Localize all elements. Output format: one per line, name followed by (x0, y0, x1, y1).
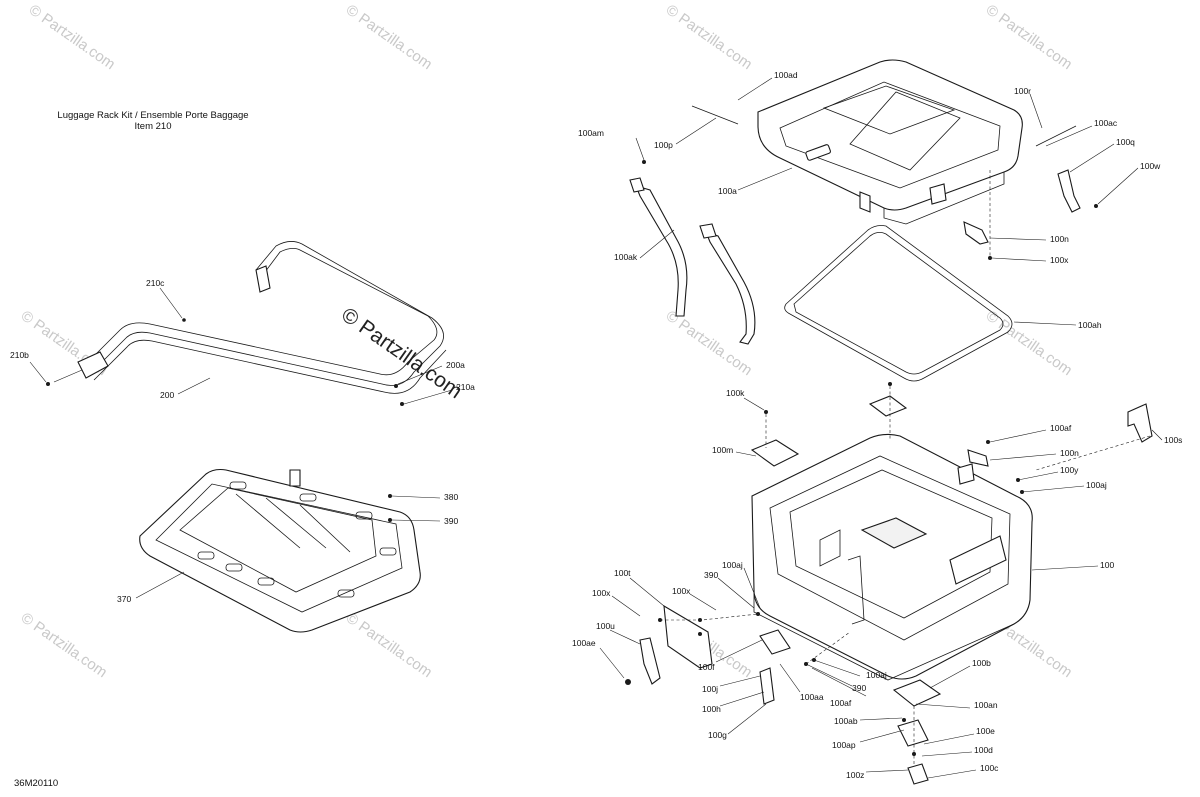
callout-100x-top: 100x (1050, 255, 1069, 265)
callout-100ae: 100ae (572, 638, 596, 648)
callout-100aj-left: 100aj (722, 560, 743, 570)
callout-100x-left: 100x (592, 588, 611, 598)
watermark-text: © Partzilla.com (663, 307, 756, 379)
latch-bracket (639, 604, 791, 705)
kit-title: Luggage Rack Kit / Ensemble Porte Baggag… (57, 110, 248, 121)
callout-210b: 210b (10, 350, 29, 360)
callout-100ab: 100ab (834, 716, 858, 726)
callout-100m: 100m (712, 445, 733, 455)
callout-100aa: 100aa (800, 692, 824, 702)
callout-100e: 100e (976, 726, 995, 736)
watermark-text: © Partzilla.com (343, 609, 436, 681)
callout-100ak: 100ak (614, 252, 638, 262)
callout-100d: 100d (974, 745, 993, 755)
callout-100b: 100b (972, 658, 991, 668)
leader-lines (29, 77, 1163, 779)
callout-210c: 210c (146, 278, 165, 288)
callout-100: 100 (1100, 560, 1114, 570)
callout-100k: 100k (726, 388, 745, 398)
diagram-code: 36M20110 (14, 778, 58, 789)
callout-390: 390 (444, 516, 458, 526)
lid-rods (691, 105, 1081, 467)
watermark-text: © Partzilla.com (983, 1, 1076, 73)
watermark-text: © Partzilla.com (18, 609, 111, 681)
callout-390-low: 390 (852, 683, 866, 693)
callout-100g: 100g (708, 730, 727, 740)
trunk-lid (757, 59, 1023, 225)
callout-100af-low: 100af (830, 698, 852, 708)
callout-100ah: 100ah (1078, 320, 1102, 330)
callout-labels: 210c 210b 200 200a 210a 380 390 370 100a… (10, 70, 1182, 780)
callout-200: 200 (160, 390, 174, 400)
watermark-center: © Partzilla.com (337, 303, 466, 403)
lid-straps (629, 177, 756, 345)
watermark-text: © Partzilla.com (26, 1, 119, 73)
callout-100aj-low: 100aj (866, 670, 887, 680)
callout-100af-mid: 100af (1050, 423, 1072, 433)
callout-200a: 200a (446, 360, 465, 370)
callout-100n-mid: 100n (1060, 448, 1079, 458)
luggage-rack-tube (77, 241, 447, 394)
callout-100aj-right: 100aj (1086, 480, 1107, 490)
callout-380: 380 (444, 492, 458, 502)
callout-100h: 100h (702, 704, 721, 714)
watermark-text: © Partzilla.com (343, 1, 436, 73)
callout-100j: 100j (702, 684, 718, 694)
hinge-plate (750, 395, 908, 467)
assembly-lines (660, 170, 1151, 766)
callout-210a: 210a (456, 382, 475, 392)
side-bracket (1127, 403, 1153, 443)
callout-100ac: 100ac (1094, 118, 1118, 128)
callout-100ad: 100ad (774, 70, 798, 80)
callout-100c: 100c (980, 763, 999, 773)
callout-100q: 100q (1116, 137, 1135, 147)
trunk-body (751, 433, 1033, 681)
callout-100an: 100an (974, 700, 998, 710)
callout-100ap: 100ap (832, 740, 856, 750)
callout-100f: 100f (698, 662, 715, 672)
callout-100t: 100t (614, 568, 631, 578)
callout-100p: 100p (654, 140, 673, 150)
kit-item: Item 210 (135, 121, 172, 132)
callout-100y: 100y (1060, 465, 1079, 475)
callout-390-left: 390 (704, 570, 718, 580)
watermark-text: © Partzilla.com (983, 307, 1076, 379)
callout-100a: 100a (718, 186, 737, 196)
callout-100z: 100z (846, 770, 864, 780)
callout-100s: 100s (1164, 435, 1182, 445)
callout-100x-center: 100x (672, 586, 691, 596)
callout-100w: 100w (1140, 161, 1161, 171)
callout-100am: 100am (578, 128, 604, 138)
lower-latch (892, 679, 942, 785)
callout-100r: 100r (1014, 86, 1031, 96)
callout-100n-top: 100n (1050, 234, 1069, 244)
rack-base-plate (139, 468, 421, 633)
watermark-text: © Partzilla.com (663, 1, 756, 73)
callout-100u: 100u (596, 621, 615, 631)
lid-seal (784, 225, 1013, 382)
callout-370: 370 (117, 594, 131, 604)
